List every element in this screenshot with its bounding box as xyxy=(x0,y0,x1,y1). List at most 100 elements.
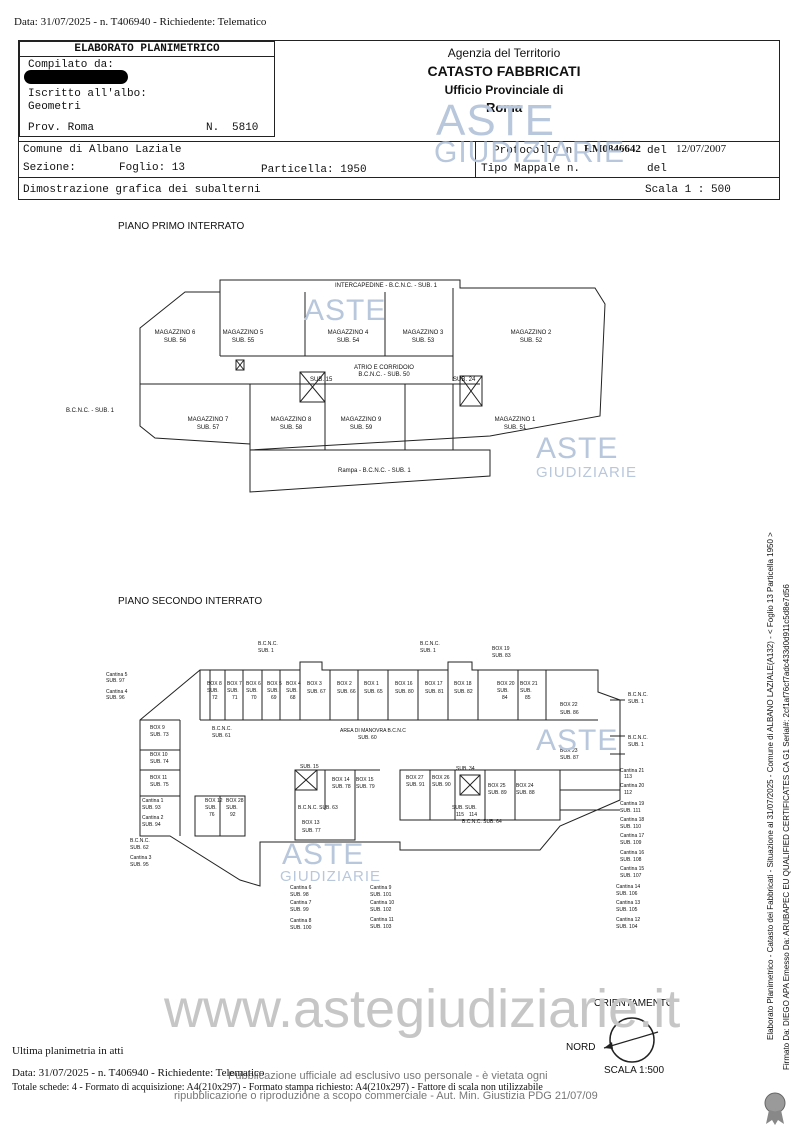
plan2-label: Cantina 10 xyxy=(370,900,395,906)
del-label: del xyxy=(647,145,667,157)
plan2-drawing xyxy=(139,661,625,887)
plan2-label: BOX 2 xyxy=(337,681,352,687)
plan2-label: Cantina 21 xyxy=(620,768,645,774)
plan2-label: BOX 20 xyxy=(497,681,515,687)
plan2-label: BOX 16 xyxy=(395,681,413,687)
plan2-label: SUB. 106 xyxy=(616,891,638,897)
plan2-label: BOX 18 xyxy=(454,681,472,687)
plan1-label: MAGAZZINO 9 xyxy=(340,417,382,423)
plan1-drawing xyxy=(139,279,606,493)
plan2-label: SUB. 67 xyxy=(307,689,326,695)
watermark-aste: ASTE xyxy=(536,432,619,465)
foglio: Foglio: 13 xyxy=(119,162,186,174)
plan2-label: 69 xyxy=(271,695,277,701)
agency-line1: Agenzia del Territorio xyxy=(447,46,561,60)
plan2-label: SUB. xyxy=(246,688,258,694)
plan2-label: SUB. 108 xyxy=(620,857,642,863)
plan2-label: SUB. 91 xyxy=(406,782,425,788)
footer-line1: Data: 31/07/2025 - n. T406940 - Richiede… xyxy=(12,1067,265,1079)
plan2-label: SUB. 107 xyxy=(620,873,642,879)
plan2-label: BOX 11 xyxy=(150,775,168,781)
plan2-label: BOX 10 xyxy=(150,752,168,758)
plan2-label: BOX 19 xyxy=(492,646,510,652)
plan2-label: SUB. 111 xyxy=(620,808,641,814)
plan2-label: 72 xyxy=(212,695,218,701)
plan1-label: MAGAZZINO 6 xyxy=(154,330,196,336)
plan1-label: SUB. 52 xyxy=(519,338,543,344)
plan2-label: SUB. 87 xyxy=(560,755,579,761)
orient-nord: NORD xyxy=(566,1042,596,1053)
plan2-label: BOX 4 xyxy=(286,681,301,687)
plan2-label: Cantina 18 xyxy=(620,817,645,823)
plan1-label: MAGAZZINO 7 xyxy=(187,417,229,423)
plan2-label: SUB. 96 xyxy=(106,695,125,701)
plan2-label: SUB. xyxy=(286,688,298,694)
divider xyxy=(19,177,779,178)
plan2-label: SUB. xyxy=(452,805,464,811)
plan2-label: Cantina 14 xyxy=(616,884,641,890)
divider xyxy=(19,141,779,142)
plan1-label: B.C.N.C. - SUB. 1 xyxy=(66,408,115,414)
plan2-label: B.C.N.C. xyxy=(258,641,278,647)
plan2-label: Cantina 11 xyxy=(370,917,394,923)
plan1-label: SUB. 58 xyxy=(279,425,303,431)
plan2-label: BOX 23 xyxy=(560,748,578,754)
compilato-label: Compilato da: xyxy=(28,59,114,71)
plan1-label: SUB. 54 xyxy=(336,338,360,344)
plan2-label: Cantina 12 xyxy=(616,917,641,923)
plan2-label: BOX 13 xyxy=(302,820,320,826)
plan2-label: SUB. 77 xyxy=(302,828,321,834)
plan1-label: SUB. 59 xyxy=(349,425,373,431)
plan2-label: SUB. 73 xyxy=(150,732,169,738)
plan2-label: SUB. 81 xyxy=(425,689,444,695)
watermark-giudiziarie: GIUDIZIARIE xyxy=(536,464,638,481)
plan2-label: AREA DI MANOVRA B.C.N.C xyxy=(340,728,406,734)
plan2-label: SUB. 1 xyxy=(628,699,644,705)
plan2-label: Cantina 15 xyxy=(620,866,645,872)
plan2-label: SUB. 103 xyxy=(370,924,392,930)
plan2-label: B.C.N.C. xyxy=(130,838,150,844)
footer-ultima: Ultima planimetria in atti xyxy=(12,1045,124,1057)
plan2-label: 113 xyxy=(624,774,632,780)
plan2-label: Cantina 7 xyxy=(290,900,312,906)
plan2-label: 92 xyxy=(230,812,236,818)
plan2-label: BOX 5 xyxy=(267,681,282,687)
plan2-label: SUB. 94 xyxy=(142,822,161,828)
watermark-site: www.astegiudiziarie.it xyxy=(164,979,681,1039)
plan2-label: BOX 14 xyxy=(332,777,350,783)
watermark-aste: ASTE xyxy=(304,294,387,327)
plan2-label: BOX 3 xyxy=(307,681,322,687)
plan2-label: Cantina 20 xyxy=(620,783,645,789)
plan2-label: 115 xyxy=(456,812,464,818)
plan2-label: SUB. 15 xyxy=(300,764,319,770)
plan2-label: BOX 12 xyxy=(205,798,223,804)
plan1-label: MAGAZZINO 3 xyxy=(402,330,444,336)
agency-line3: Ufficio Provinciale di xyxy=(444,83,564,97)
plan2-label: Cantina 16 xyxy=(620,850,645,856)
plan2-label: SUB. 75 xyxy=(150,782,169,788)
plan2-label: SUB. 101 xyxy=(370,892,392,898)
compiler-box: ELABORATO PLANIMETRICO Compilato da: Isc… xyxy=(19,41,275,137)
plan1-label: SUB. 15 xyxy=(310,377,333,383)
tipo-label: Tipo Mappale n. xyxy=(481,163,581,175)
plan2-label: BOX 9 xyxy=(150,725,165,731)
watermark-aste: ASTE xyxy=(536,724,619,757)
footer-line2: Totale schede: 4 - Formato di acquisizio… xyxy=(12,1082,543,1093)
plan1-label: SUB. 51 xyxy=(503,425,527,431)
plan2-label: SUB. xyxy=(497,688,509,694)
plan2-label: SUB. 1 xyxy=(628,742,644,748)
scala: Scala 1 : 500 xyxy=(645,184,731,196)
plan2-label: SUB. 102 xyxy=(370,907,392,913)
plan2-label: SUB. xyxy=(205,805,217,811)
plan2-label: 84 xyxy=(502,695,508,701)
plan2-label: 112 xyxy=(624,790,632,796)
plan2-label: SUB. 61 xyxy=(212,733,231,739)
plan2-label: Cantina 3 xyxy=(130,855,152,861)
plan2-label: SUB. xyxy=(207,688,219,694)
plan2-label: 114 xyxy=(469,812,477,818)
plan2-label: B.C.N.C. SUB. 63 xyxy=(298,805,338,811)
plan2-label: 68 xyxy=(290,695,296,701)
plan2-label: BOX 8 xyxy=(207,681,222,687)
plan2-label: SUB. 109 xyxy=(620,840,642,846)
agency-line4: Roma xyxy=(485,100,523,115)
